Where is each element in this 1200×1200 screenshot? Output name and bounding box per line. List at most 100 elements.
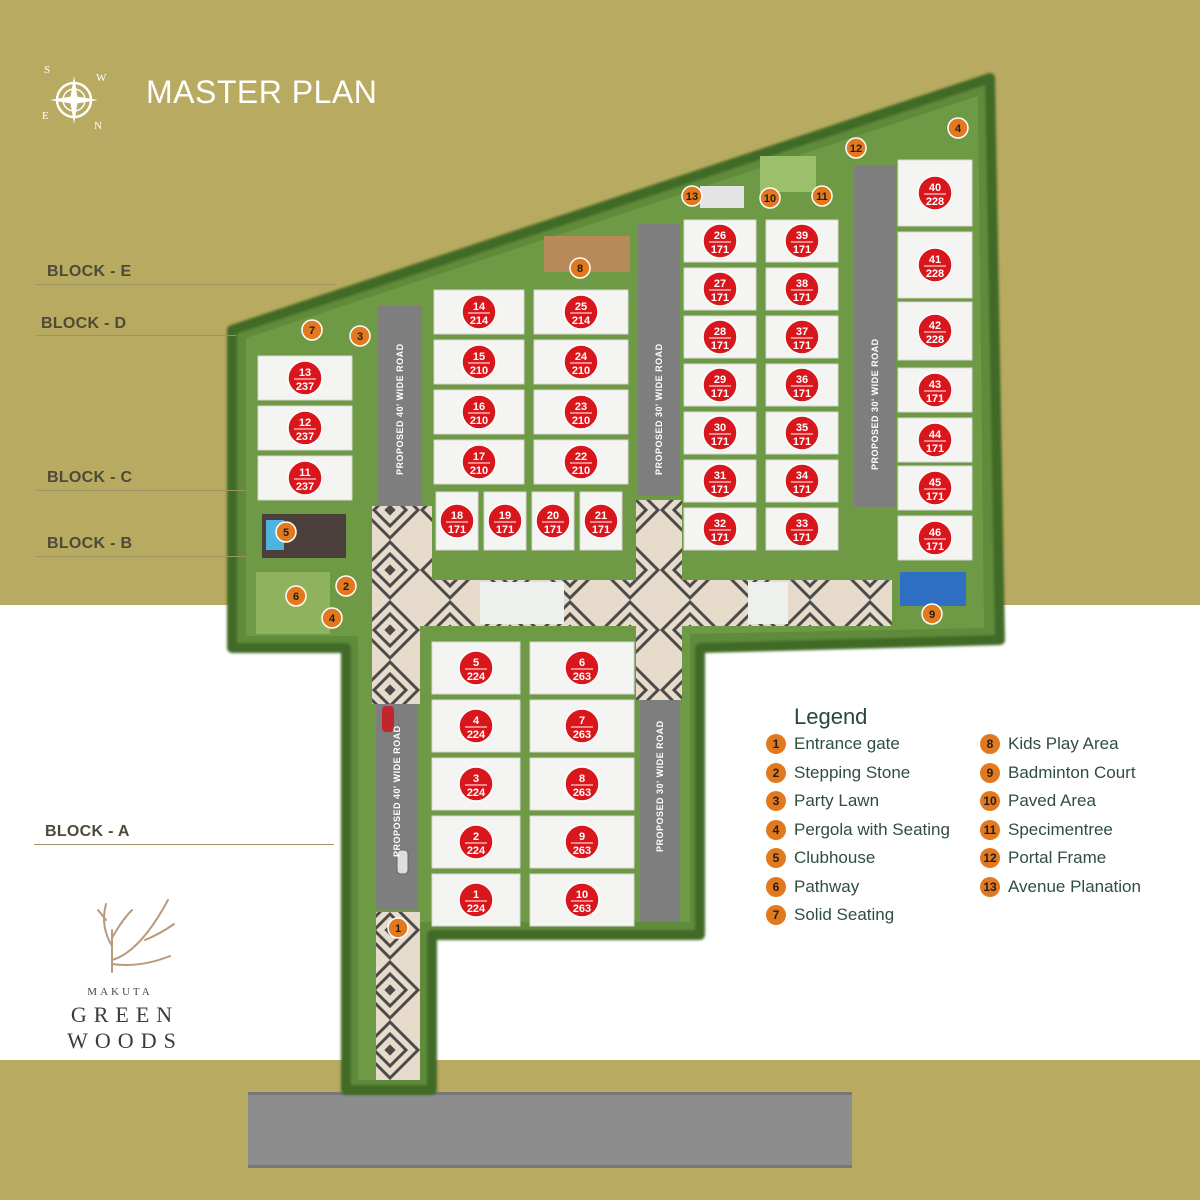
legend-label: Portal Frame [1008,848,1107,867]
plot-area: 171 [793,436,811,448]
amenity-marker-7[interactable]: 7 [301,319,323,341]
plot-number: 5 [473,657,479,669]
legend-number: 11 [980,819,1000,840]
amenity-areas [256,156,966,634]
amenity-marker-2[interactable]: 2 [335,575,357,597]
car-icon [396,849,409,875]
amenity-marker-1[interactable]: 1 [387,917,409,939]
amenity-marker-9[interactable]: 9 [921,603,943,625]
plot-area: 171 [793,532,811,544]
amenity-marker-3[interactable]: 3 [349,325,371,347]
brand-name-line1: GREEN [70,1002,180,1027]
plot-number: 45 [929,477,941,489]
road-label-30-mid: PROPOSED 30' WIDE ROAD [654,343,664,475]
amenity-marker-13[interactable]: 13 [681,185,703,207]
plot-marker [702,319,738,355]
block-divider-d [36,335,236,336]
plot-area: 210 [470,365,488,377]
plot-area: 171 [793,292,811,304]
plot-number: 21 [595,510,607,522]
amenity-marker-4[interactable]: 4 [947,117,969,139]
plot-number: 8 [579,773,585,785]
plot-number: 41 [929,254,941,266]
amenity-marker-circle [335,575,357,597]
amenity-marker-4[interactable]: 4 [321,607,343,629]
specimen-tree-lawn [760,156,816,192]
amenity-marker-12[interactable]: 12 [845,137,867,159]
legend-label: Stepping Stone [794,762,911,782]
plot-area: 210 [572,415,590,427]
amenity-marker-6[interactable]: 6 [285,585,307,607]
plot-number: 32 [714,518,726,530]
block-label-d: BLOCK - D [41,315,127,332]
plot-number: 14 [473,301,486,313]
amenity-marker-number: 4 [955,123,962,135]
amenity-marker-10[interactable]: 10 [759,187,781,209]
amenity-marker-8[interactable]: 8 [569,257,591,279]
plot-marker [784,271,820,307]
plot-marker [287,460,323,496]
compass-icon: S W E N [38,64,112,138]
amenity-marker-5[interactable]: 5 [275,521,297,543]
plot-number: 23 [575,401,587,413]
plot-number: 35 [796,422,808,434]
amenity-marker-11[interactable]: 11 [811,185,833,207]
plot-number: 39 [796,230,808,242]
amenity-marker-number: 2 [343,581,349,593]
legend-label: Kids Play Area [1008,734,1119,753]
plot-marker [535,503,571,539]
plot-number: 17 [473,451,485,463]
amenity-marker-number: 4 [329,613,336,625]
plot-area: 263 [573,671,591,683]
legend-label: Paved Area [1008,791,1096,810]
legend-title: Legend [794,704,868,729]
